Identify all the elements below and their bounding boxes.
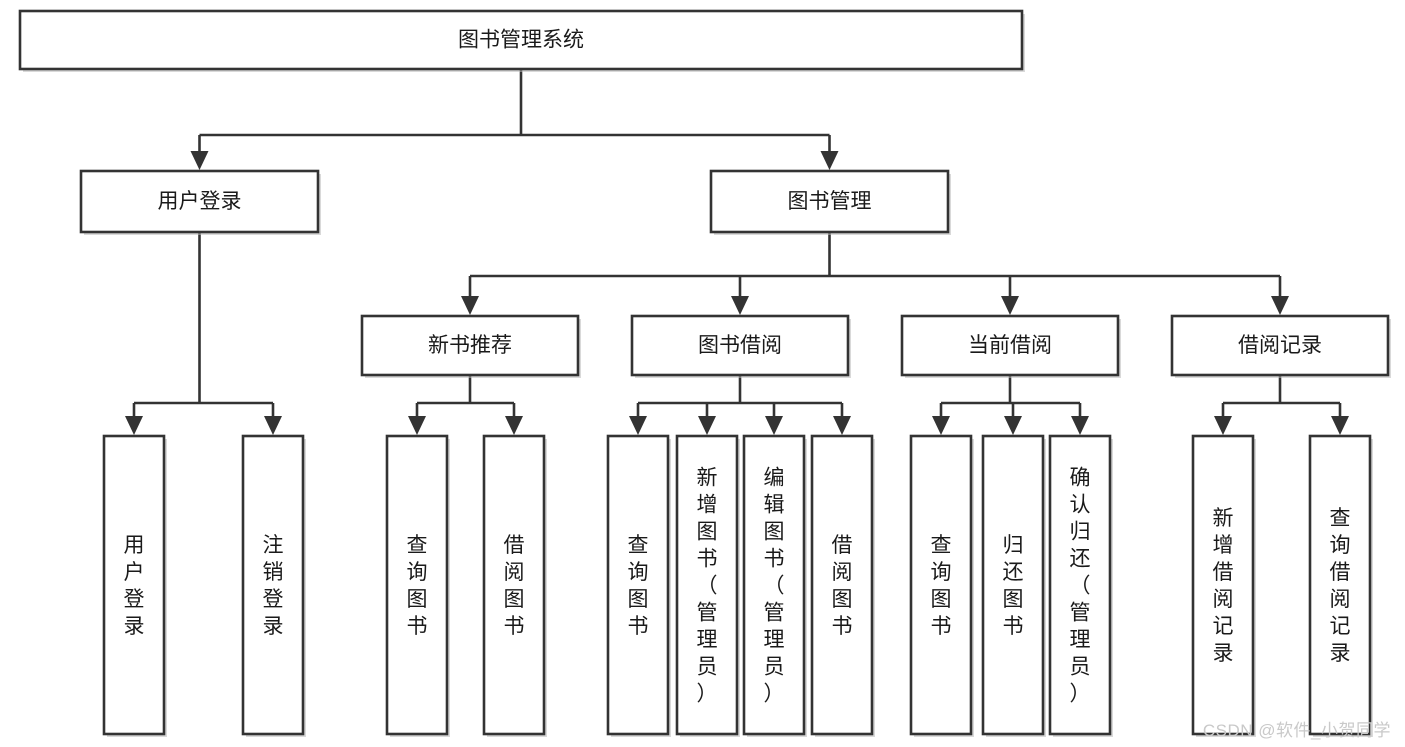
node-user-login-label: 用户登录	[158, 190, 242, 213]
node-leaf-query-book-2-rect[interactable]	[606, 434, 670, 736]
node-leaf-add-borrow-record[interactable]: 新增借阅记录	[1191, 434, 1256, 737]
node-leaf-confirm-return-label: 确认归还（管理员）	[1070, 467, 1091, 706]
node-borrow-record[interactable]: 借阅记录	[1170, 314, 1391, 378]
node-leaf-borrow-book-1-label: 借阅图书	[504, 534, 525, 638]
arrow-head-icon	[820, 151, 839, 170]
node-leaf-query-borrow-record-label: 查询借阅记录	[1330, 507, 1351, 665]
node-leaf-return-book-rect[interactable]	[981, 434, 1045, 736]
node-leaf-borrow-book-2[interactable]: 借阅图书	[810, 434, 875, 737]
node-borrow-record-label: 借阅记录	[1238, 334, 1322, 357]
arrow-head-icon	[461, 296, 479, 315]
node-current-borrow-rect[interactable]	[900, 314, 1120, 377]
node-leaf-logout-login-rect[interactable]	[241, 434, 305, 736]
node-title-label: 图书管理系统	[458, 29, 584, 52]
node-leaf-add-borrow-record-label: 新增借阅记录	[1213, 507, 1234, 665]
node-leaf-add-book[interactable]: 新增图书（管理员）	[675, 434, 740, 737]
node-new-book-recommend-label: 新书推荐	[428, 334, 512, 357]
node-book-borrow-rect[interactable]	[630, 314, 850, 377]
node-leaf-user-login-rect[interactable]	[102, 434, 166, 736]
node-book-borrow[interactable]: 图书借阅	[630, 314, 851, 378]
arrow-head-icon	[629, 416, 647, 435]
node-leaf-query-book-2[interactable]: 查询图书	[606, 434, 671, 737]
node-new-book-recommend-rect[interactable]	[360, 314, 580, 377]
node-leaf-query-book-1-label: 查询图书	[407, 534, 428, 638]
node-leaf-logout-login[interactable]: 注销登录	[241, 434, 306, 737]
node-leaf-user-login[interactable]: 用户登录	[102, 434, 167, 737]
node-current-borrow[interactable]: 当前借阅	[900, 314, 1121, 378]
node-leaf-query-book-3-label: 查询图书	[931, 534, 952, 638]
node-current-borrow-label: 当前借阅	[968, 334, 1052, 357]
node-book-borrow-label: 图书借阅	[698, 334, 782, 357]
arrow-head-icon	[932, 416, 950, 435]
arrow-head-icon	[125, 416, 143, 435]
node-leaf-edit-book-label: 编辑图书（管理员）	[764, 467, 785, 706]
node-book-management[interactable]: 图书管理	[709, 169, 951, 235]
node-leaf-borrow-book-2-label: 借阅图书	[832, 534, 853, 638]
node-borrow-record-rect[interactable]	[1170, 314, 1390, 377]
node-leaf-return-book-label: 归还图书	[1003, 534, 1024, 638]
node-leaf-confirm-return[interactable]: 确认归还（管理员）	[1048, 434, 1113, 737]
node-leaf-user-login-label: 用户登录	[124, 534, 145, 638]
node-leaf-edit-book-rect[interactable]	[742, 434, 806, 736]
node-leaf-add-book-label: 新增图书（管理员）	[697, 467, 718, 706]
connectors-layer	[125, 69, 1349, 435]
node-user-login-rect[interactable]	[79, 169, 320, 234]
arrow-head-icon	[505, 416, 523, 435]
arrow-head-icon	[1271, 296, 1289, 315]
node-leaf-query-book-3-rect[interactable]	[909, 434, 973, 736]
node-leaf-add-borrow-record-rect[interactable]	[1191, 434, 1255, 736]
node-leaf-confirm-return-rect[interactable]	[1048, 434, 1112, 736]
node-leaf-return-book[interactable]: 归还图书	[981, 434, 1046, 737]
nodes-layer: 图书管理系统用户登录图书管理新书推荐图书借阅当前借阅借阅记录用户登录注销登录查询…	[18, 9, 1391, 737]
node-leaf-edit-book[interactable]: 编辑图书（管理员）	[742, 434, 807, 737]
node-leaf-query-book-1[interactable]: 查询图书	[385, 434, 450, 737]
arrow-head-icon	[698, 416, 716, 435]
arrow-head-icon	[264, 416, 282, 435]
arrow-head-icon	[1001, 296, 1019, 315]
arrow-head-icon	[1004, 416, 1022, 435]
node-book-management-label: 图书管理	[788, 190, 872, 213]
node-leaf-logout-login-label: 注销登录	[263, 534, 284, 638]
node-title-rect[interactable]	[18, 9, 1024, 71]
node-leaf-borrow-book-1[interactable]: 借阅图书	[482, 434, 547, 737]
arrow-head-icon	[1214, 416, 1232, 435]
node-leaf-add-book-rect[interactable]	[675, 434, 739, 736]
arrow-head-icon	[408, 416, 426, 435]
node-leaf-borrow-book-1-rect[interactable]	[482, 434, 546, 736]
arrow-head-icon	[190, 151, 209, 170]
node-leaf-borrow-book-2-rect[interactable]	[810, 434, 874, 736]
arrow-head-icon	[731, 296, 749, 315]
arrow-head-icon	[833, 416, 851, 435]
node-leaf-query-borrow-record[interactable]: 查询借阅记录	[1308, 434, 1373, 737]
node-book-management-rect[interactable]	[709, 169, 950, 234]
arrow-head-icon	[1331, 416, 1349, 435]
node-leaf-query-borrow-record-rect[interactable]	[1308, 434, 1372, 736]
node-leaf-query-book-3[interactable]: 查询图书	[909, 434, 974, 737]
node-user-login[interactable]: 用户登录	[79, 169, 321, 235]
node-leaf-query-book-2-label: 查询图书	[628, 534, 649, 638]
arrow-head-icon	[765, 416, 783, 435]
node-leaf-query-book-1-rect[interactable]	[385, 434, 449, 736]
node-title[interactable]: 图书管理系统	[18, 9, 1025, 72]
arrow-head-icon	[1071, 416, 1089, 435]
node-new-book-recommend[interactable]: 新书推荐	[360, 314, 581, 378]
